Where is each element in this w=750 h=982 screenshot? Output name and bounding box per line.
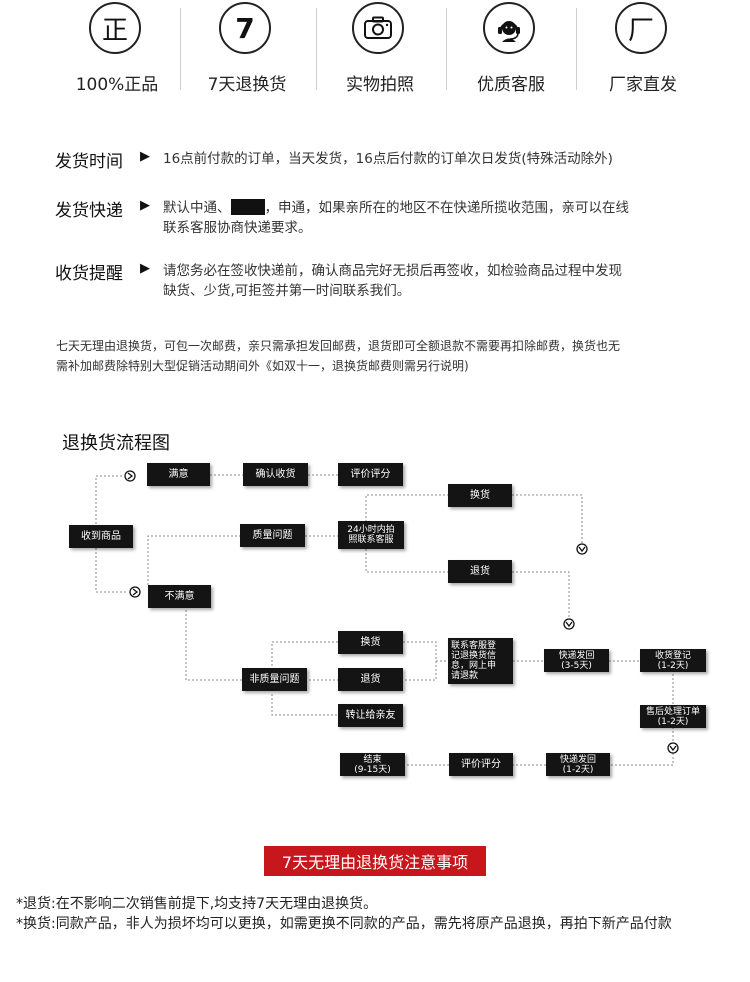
camera-icon (352, 2, 404, 54)
badge-label: 厂家直发 (609, 75, 677, 95)
customer-service-icon (483, 2, 535, 54)
badge-real-photo: 实物拍照 (315, 0, 445, 110)
notice-line1: 七天无理由退换货，可包一次邮费，亲只需承担发回邮费，退货即可全额退款不需要再扣除… (56, 339, 621, 353)
node-contact-cs: 联系客服登 记退换货信 息，网上申 请退款 (448, 638, 513, 684)
badge-customer-service: 优质客服 (446, 0, 576, 110)
node-satisfied: 满意 (147, 463, 210, 486)
node-after-sales: 售后处理订单 (1-2天) (640, 705, 706, 728)
node-refund-top: 退货 (448, 560, 512, 583)
flow-chart-title: 退换货流程图 (62, 433, 170, 454)
shipping-time-heading: 发货时间 (55, 152, 123, 172)
service-badges: 正 100%正品 7 7天退换货 实物拍照 (0, 0, 750, 110)
return-note: *退货:在不影响二次销售前提下,均支持7天无理由退换货。 (16, 896, 378, 912)
receipt-heading: 收货提醒 (55, 264, 123, 284)
receipt-text: 请您务必在签收快递前，确认商品完好无损后再签收，如检验商品过程中发现 缺货、少货… (163, 261, 743, 301)
return-notes-banner: 7天无理由退换货注意事项 (264, 846, 486, 876)
badge-label: 优质客服 (477, 75, 545, 95)
node-refund-mid: 退货 (338, 668, 403, 691)
badge-label: 实物拍照 (346, 75, 414, 95)
node-ship-return: 快递发回 (1-2天) (546, 753, 610, 776)
node-contact-24h: 24小时内拍 照联系客服 (338, 521, 404, 549)
node-confirm-receipt: 确认收货 (243, 463, 308, 486)
node-exchange-top: 换货 (448, 484, 512, 507)
node-review-top: 评价评分 (338, 463, 403, 486)
flow-arrow-markers (124, 470, 679, 754)
badge-label: 7天退换货 (207, 75, 287, 95)
divider (180, 8, 181, 90)
node-review-bottom: 评价评分 (449, 753, 513, 776)
badge-7day-return: 7 7天退换货 (182, 0, 312, 110)
node-exchange-mid: 换货 (338, 631, 403, 654)
courier-text-line2: 联系客服协商快递要求。 (163, 220, 312, 236)
exchange-note: *换货:同款产品，非人为损坏均可以更换，如需更换不同款的产品，需先将原产品退换，… (16, 916, 672, 932)
zheng-glyph-icon: 正 (89, 2, 141, 54)
node-register: 收货登记 (1-2天) (640, 649, 706, 672)
triangle-right-icon: ▶ (140, 149, 150, 164)
seven-days-icon: 7 (219, 2, 271, 54)
receipt-line2: 缺货、少货,可拒签并第一时间联系我们。 (163, 283, 411, 299)
node-end: 结束 (9-15天) (340, 753, 405, 776)
return-policy-notice: 七天无理由退换货，可包一次邮费，亲只需承担发回邮费，退货即可全额退款不需要再扣除… (56, 336, 696, 376)
badge-label: 100%正品 (75, 75, 159, 95)
courier-heading: 发货快递 (55, 201, 123, 221)
notice-line2: 需补加邮费除特别大型促销活动期间外《如双十一，退换货邮费则需另行说明) (56, 359, 469, 373)
divider (316, 8, 317, 90)
divider (446, 8, 447, 90)
node-received: 收到商品 (69, 525, 133, 548)
badge-genuine: 正 100%正品 (52, 0, 182, 110)
triangle-right-icon: ▶ (140, 198, 150, 213)
triangle-right-icon: ▶ (140, 261, 150, 276)
receipt-line1: 请您务必在签收快递前，确认商品完好无损后再签收，如检验商品过程中发现 (163, 263, 622, 279)
node-unsatisfied: 不满意 (148, 585, 211, 608)
divider (576, 8, 577, 90)
shipping-time-text: 16点前付款的订单，当天发货，16点后付款的订单次日发货(特殊活动除外) (163, 151, 613, 167)
redaction-block (230, 199, 265, 215)
node-non-quality: 非质量问题 (242, 668, 307, 691)
factory-glyph-icon: 厂 (615, 2, 667, 54)
node-transfer: 转让给亲友 (338, 704, 403, 727)
badge-factory-direct: 厂 厂家直发 (578, 0, 708, 110)
courier-text-before: 默认中通、 (163, 200, 231, 216)
node-quality-issue: 质量问题 (240, 524, 305, 547)
courier-text-after: ，申通，如果亲所在的地区不在快递所揽收范围，亲可以在线 (264, 200, 630, 216)
node-ship-back: 快递发回 (3-5天) (544, 649, 609, 672)
courier-text: 默认中通、 ，申通，如果亲所在的地区不在快递所揽收范围，亲可以在线 联系客服协商快… (163, 198, 743, 238)
